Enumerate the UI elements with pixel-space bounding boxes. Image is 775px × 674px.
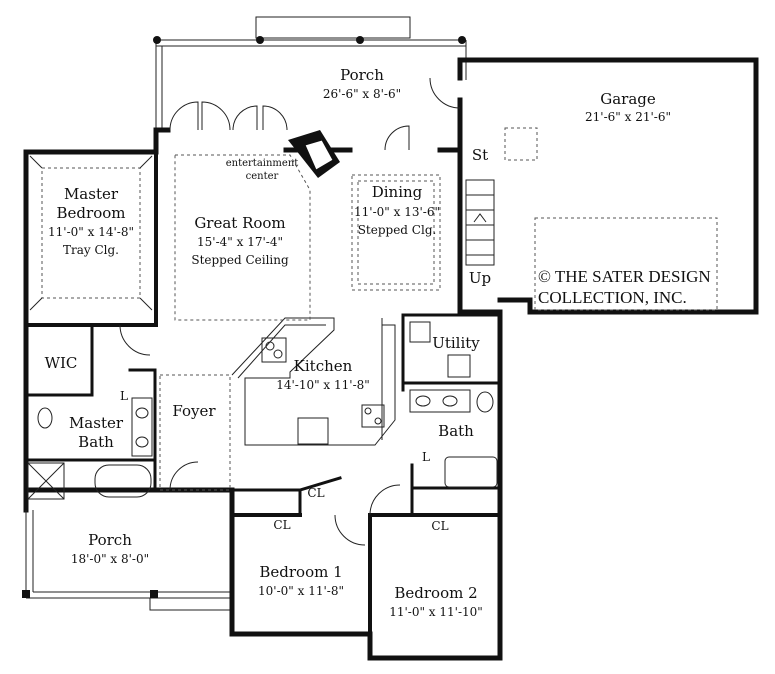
garage-dim: 21'-6" x 21'-6" (585, 110, 671, 124)
dining-name: Dining (372, 183, 423, 201)
kitchen-dim: 14'-10" x 11'-8" (276, 378, 370, 392)
wic-name: WIC (45, 354, 78, 372)
master-bath-name1: Master (69, 414, 124, 432)
stair-st: St (472, 146, 488, 164)
top-porch-structure (153, 16, 467, 130)
kitchen-name: Kitchen (294, 357, 353, 375)
ceiling-outlines (29, 154, 718, 321)
porch-top-dim: 26'-6" x 8'-6" (323, 87, 401, 101)
master-bedroom-ceiling: Tray Clg. (63, 243, 119, 257)
porch-top-name: Porch (340, 66, 384, 84)
foyer-name: Foyer (172, 402, 216, 420)
room-labels: Porch 26'-6" x 8'-6" Garage 21'-6" x 21'… (45, 66, 711, 619)
utility-name: Utility (432, 334, 480, 352)
copyright-line1: © THE SATER DESIGN (538, 267, 711, 286)
closet-label-3: CL (431, 519, 448, 533)
master-bedroom-name2: Bedroom (57, 204, 126, 222)
bedroom2-dim: 11'-0" x 11'-10" (389, 605, 483, 619)
great-room-ceiling: Stepped Ceiling (191, 253, 289, 267)
garage-name: Garage (600, 90, 656, 108)
interior-walls (24, 150, 502, 660)
dining-ceiling: Stepped Clg. (358, 223, 437, 237)
dining-dim: 11'-0" x 13'-6" (354, 205, 440, 219)
closet-label-1: CL (307, 486, 324, 500)
great-room-dim: 15'-4" x 17'-4" (197, 235, 283, 249)
bedroom2-name: Bedroom 2 (394, 584, 477, 602)
stair-up: Up (469, 269, 491, 287)
closet-label-2: CL (273, 518, 290, 532)
bath-l: L (422, 450, 430, 464)
great-room-name: Great Room (194, 214, 285, 232)
master-bath-l: L (120, 389, 128, 403)
porch-bottom-dim: 18'-0" x 8'-0" (71, 552, 149, 566)
bedroom1-dim: 10'-0" x 11'-8" (258, 584, 344, 598)
entertainment-line2: center (246, 171, 279, 182)
exterior-walls (22, 57, 759, 661)
master-bedroom-dim: 11'-0" x 14'-8" (48, 225, 134, 239)
porch-bottom-name: Porch (88, 531, 132, 549)
bedroom1-name: Bedroom 1 (259, 563, 342, 581)
master-bedroom-name1: Master (64, 185, 119, 203)
bath-name: Bath (438, 422, 474, 440)
copyright-line2: COLLECTION, INC. (538, 288, 687, 307)
fixtures (27, 77, 538, 546)
master-bath-name2: Bath (78, 433, 114, 451)
entertainment-line1: entertainment (226, 158, 299, 169)
